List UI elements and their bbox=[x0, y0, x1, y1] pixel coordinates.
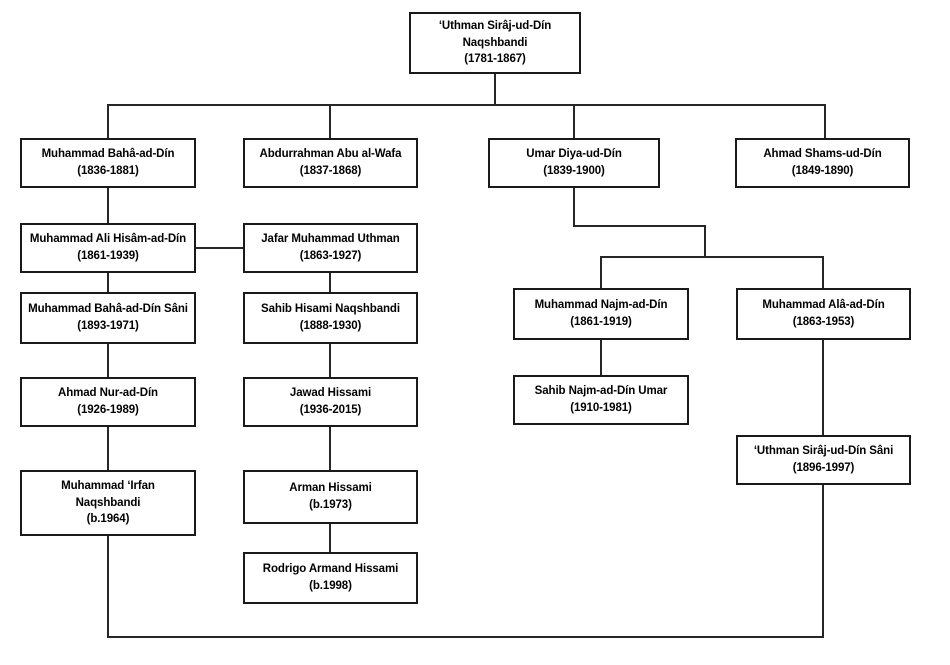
person-name: ‘Uthman Sirâj-ud-Dín Naqshbandi bbox=[438, 19, 552, 49]
person-name: Ahmad Shams-ud-Dín bbox=[763, 148, 882, 161]
person-dates: (b.1998) bbox=[309, 580, 352, 592]
person-dates: (1910-1981) bbox=[570, 402, 632, 414]
person-name: Muhammad Bahâ-ad-Dín bbox=[41, 148, 175, 161]
person-dates: (1837-1868) bbox=[299, 165, 362, 177]
person-dates: (1863-1953) bbox=[792, 316, 855, 328]
connector-irfan-to-uthman-sani-bottom bbox=[107, 484, 824, 638]
person-name: Muhammad Ali Hisâm-ad-Dín bbox=[29, 233, 187, 246]
person-node-arman-hissami[interactable]: Arman Hissami (b.1973) bbox=[243, 470, 418, 524]
person-dates: (b.1964) bbox=[86, 513, 130, 526]
person-node-abdurrahman-abu-al-wafa[interactable]: Abdurrahman Abu al-Wafa (1837-1868) bbox=[243, 138, 418, 188]
person-name: Muhammad Alâ-ad-Dín bbox=[762, 299, 885, 312]
person-name: Muhammad ‘Irfan Naqshbandi bbox=[61, 479, 155, 509]
connector-umar-elbow bbox=[573, 187, 706, 258]
person-dates: (b.1973) bbox=[309, 499, 352, 511]
person-dates: (1888-1930) bbox=[299, 320, 362, 332]
person-name: Ahmad Nur-ad-Dín bbox=[58, 387, 158, 400]
person-name: ‘Uthman Sirâj-ud-Dín Sâni bbox=[753, 445, 894, 458]
person-name: Umar Diya-ud-Dín bbox=[526, 148, 622, 161]
person-dates: (1839-1900) bbox=[543, 165, 605, 177]
person-name: Arman Hissami bbox=[289, 482, 372, 495]
person-node-uthman-siraj-ud-din[interactable]: ‘Uthman Sirâj-ud-Dín Naqshbandi (1781-186… bbox=[409, 12, 581, 74]
person-name: Muhammad Najm-ad-Dín bbox=[534, 299, 668, 312]
person-name: Sahib Hisami Naqshbandi bbox=[261, 303, 400, 316]
person-dates: (1861-1939) bbox=[77, 250, 139, 262]
person-dates: (1893-1971) bbox=[77, 320, 139, 332]
person-node-sahib-hisami-naqshbandi[interactable]: Sahib Hisami Naqshbandi (1888-1930) bbox=[243, 292, 418, 344]
person-node-sahib-najm-ad-din-umar[interactable]: Sahib Najm-ad-Dín Umar (1910-1981) bbox=[513, 375, 689, 425]
person-dates: (1781-1867) bbox=[464, 53, 526, 66]
person-node-umar-diya-ud-din[interactable]: Umar Diya-ud-Dín (1839-1900) bbox=[488, 138, 660, 188]
person-name: Jawad Hissami bbox=[289, 387, 372, 400]
person-node-jawad-hissami[interactable]: Jawad Hissami (1936-2015) bbox=[243, 377, 418, 427]
person-name: Jafar Muhammad Uthman bbox=[261, 233, 400, 246]
person-name: Sahib Najm-ad-Dín Umar bbox=[534, 385, 668, 398]
person-dates: (1836-1881) bbox=[77, 165, 139, 177]
person-node-jafar-muhammad-uthman[interactable]: Jafar Muhammad Uthman (1863-1927) bbox=[243, 223, 418, 273]
person-dates: (1896-1997) bbox=[792, 462, 855, 474]
person-node-muhammad-baha-ad-din-sani[interactable]: Muhammad Bahâ-ad-Dín Sâni (1893-1971) bbox=[20, 292, 196, 344]
person-dates: (1861-1919) bbox=[570, 316, 632, 328]
person-dates: (1863-1927) bbox=[299, 250, 362, 262]
person-name: Rodrigo Armand Hissami bbox=[262, 563, 399, 576]
person-node-muhammad-ali-hisam-ad-din[interactable]: Muhammad Ali Hisâm-ad-Dín (1861-1939) bbox=[20, 223, 196, 273]
person-dates: (1849-1890) bbox=[791, 165, 854, 177]
person-node-uthman-siraj-ud-din-sani[interactable]: ‘Uthman Sirâj-ud-Dín Sâni (1896-1997) bbox=[736, 435, 911, 485]
person-node-rodrigo-armand-hissami[interactable]: Rodrigo Armand Hissami (b.1998) bbox=[243, 552, 418, 604]
person-node-muhammad-irfan-naqshbandi[interactable]: Muhammad ‘Irfan Naqshbandi (b.1964) bbox=[20, 470, 196, 536]
person-dates: (1926-1989) bbox=[77, 404, 139, 416]
person-name: Muhammad Bahâ-ad-Dín Sâni bbox=[28, 303, 188, 316]
person-node-muhammad-najm-ad-din[interactable]: Muhammad Najm-ad-Dín (1861-1919) bbox=[513, 288, 689, 340]
person-node-muhammad-baha-ad-din[interactable]: Muhammad Bahâ-ad-Dín (1836-1881) bbox=[20, 138, 196, 188]
person-node-muhammad-ala-ad-din[interactable]: Muhammad Alâ-ad-Dín (1863-1953) bbox=[736, 288, 911, 340]
person-dates: (1936-2015) bbox=[299, 404, 362, 416]
person-name: Abdurrahman Abu al-Wafa bbox=[259, 148, 402, 161]
person-node-ahmad-shams-ud-din[interactable]: Ahmad Shams-ud-Dín (1849-1890) bbox=[735, 138, 910, 188]
person-node-ahmad-nur-ad-din[interactable]: Ahmad Nur-ad-Dín (1926-1989) bbox=[20, 377, 196, 427]
